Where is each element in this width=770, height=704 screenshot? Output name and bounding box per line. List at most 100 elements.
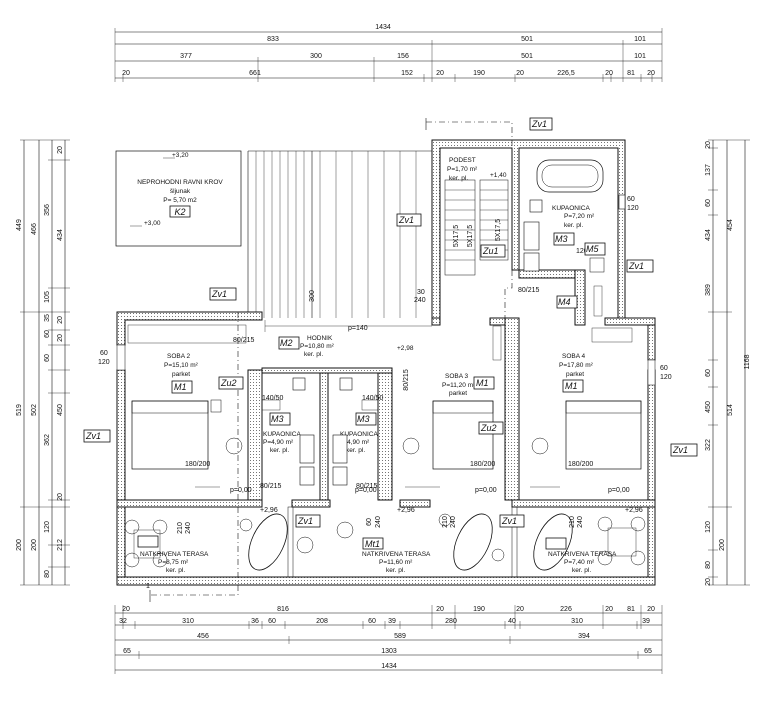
dim-left-c3-f: 60 (44, 354, 51, 362)
level-0-a: p=0,00 (230, 487, 252, 494)
dim-bot-r5-total: 1434 (381, 663, 397, 670)
tag-m1-soba2: M1 (174, 382, 187, 392)
dim-bot-r2-h: 280 (445, 618, 457, 625)
dim-bot-r1-f: 226 (560, 606, 572, 613)
ter2-dim-240b: 240 (450, 516, 457, 528)
soba2-bed: 180/200 (185, 461, 210, 468)
dim-bot-r2-e: 208 (316, 618, 328, 625)
dim-left-c3-c: 105 (44, 291, 51, 303)
ter2-floor: ker. pl. (386, 567, 405, 574)
bath-l-win: 140/50 (262, 395, 284, 402)
dim-left-c3-a: 356 (44, 204, 51, 216)
soba2-area: P=15,10 m² (164, 362, 199, 369)
dim-bot-r1-g: 20 (605, 606, 613, 613)
walls (116, 139, 656, 586)
dim-top-r4-b: 661 (249, 70, 261, 77)
hall-level: +2,98 (397, 345, 414, 352)
soba4-area: P=17,80 m² (559, 362, 594, 369)
dim-bot-r1-c: 20 (436, 606, 444, 613)
tag-zv1-top: Zv1 (531, 119, 547, 129)
tag-zu2-right: Zu2 (480, 423, 497, 433)
dim-right-c1-k: 80 (705, 561, 712, 569)
dim-top-r2-a: 833 (267, 36, 279, 43)
podest-level: +1,40 (490, 172, 507, 179)
dim-left-c1-c: 200 (16, 539, 23, 551)
ter1-floor: ker. pl. (166, 567, 185, 574)
bath-top-win-h: 120 (627, 205, 639, 212)
bath-top-floor: ker. pl. (564, 222, 583, 229)
podest-floor: ker. pl. (449, 175, 468, 182)
dim-bot-r1-b: 816 (277, 606, 289, 613)
stair-door: 80/215 (518, 287, 540, 294)
dim-top-r4-g: 226,5 (557, 70, 575, 77)
dim-bot-r2-c: 36 (251, 618, 259, 625)
dim-bot-r2-a: 32 (119, 618, 127, 625)
dim-right-c1-j: 200 (719, 539, 726, 551)
soba2-name: SOBA 2 (167, 353, 191, 360)
dim-bot-r1-d: 190 (473, 606, 485, 613)
hall-name: HODNIK (307, 335, 333, 342)
hall-p140: p=140 (348, 325, 368, 332)
dim-top-r3-e: 101 (634, 53, 646, 60)
left-dimensions: 449 519 200 466 502 200 356 434 105 35 6… (16, 139, 70, 586)
dim-bot-r1-e: 20 (516, 606, 524, 613)
roof-tag: K2 (174, 207, 185, 217)
roof-level-bottom: +3,00 (144, 220, 161, 227)
ter3-floor: ker. pl. (572, 567, 591, 574)
soba-2: SOBA 2 P=15,10 m² parket 180/200 60 120 (98, 344, 243, 470)
dim-bot-r1-a: 20 (122, 606, 130, 613)
roof-level-top: +3,20 (172, 152, 189, 159)
level-0-b: p=0,00 (355, 487, 377, 494)
dim-top-total: 1434 (375, 24, 391, 31)
dim-top-r4-a: 20 (122, 70, 130, 77)
soba4-bed: 180/200 (568, 461, 593, 468)
stair-dim-30: 30 (417, 289, 425, 296)
ter1-dim-240: 240 (185, 522, 192, 534)
roof-area-value: P= 5,70 m2 (163, 197, 197, 204)
dim-top-r4-i: 81 (627, 70, 635, 77)
dim-bot-r2-i: 40 (508, 618, 516, 625)
dim-top-r4-c: 152 (401, 70, 413, 77)
level-0-d: p=0,00 (608, 487, 630, 494)
section-line: 1 (146, 118, 513, 602)
dim-right-c1-l: 20 (705, 578, 712, 586)
bath-l-floor: ker. pl. (270, 447, 289, 454)
dim-left-c1-a: 449 (16, 219, 23, 231)
tag-zv1-soba4: Zv1 (672, 445, 688, 455)
dim-top-r4-h: 20 (605, 70, 613, 77)
bath-top-win-w: 60 (627, 196, 635, 203)
ter1-dim-210: 210 (177, 522, 184, 534)
dim-left-c3-h: 120 (44, 521, 51, 533)
dim-bot-r1-i: 20 (647, 606, 655, 613)
hall-door: 80/215 (233, 337, 255, 344)
tag-zu1: Zu1 (482, 246, 499, 256)
dim-top-r3-a: 377 (180, 53, 192, 60)
dim-bot-r2-k: 39 (642, 618, 650, 625)
tag-zu2-left: Zu2 (220, 378, 237, 388)
ter1-level: +2,96 (260, 507, 278, 514)
stair-dim-240: 240 (414, 297, 426, 304)
stair-run-3: 5X17,5 (495, 219, 502, 241)
dim-right-c1-e: 389 (705, 284, 712, 296)
ter3-name: NATKRIVENA TERASA (548, 551, 617, 558)
tag-m3-left: M3 (271, 414, 284, 424)
door-bath-l: 80/215 (260, 483, 282, 490)
dim-bot-r3-c: 394 (578, 633, 590, 640)
roof-material: šljunak (170, 188, 191, 195)
dim-right-c1-h: 322 (705, 439, 712, 451)
dim-bot-r4-a: 65 (123, 648, 131, 655)
dim-left-c4-e: 20 (57, 493, 64, 501)
tag-m2: M2 (280, 338, 293, 348)
dim-bot-r1-h: 81 (627, 606, 635, 613)
bath-top-area: P=7,20 m² (564, 213, 595, 220)
tag-m1-soba4: M1 (565, 381, 578, 391)
bath-r-floor: ker. pl. (346, 447, 365, 454)
dim-left-c3-i: 80 (44, 570, 51, 578)
dim-top-r2-c: 101 (634, 36, 646, 43)
stair-run-1: 5X17,5 (453, 225, 460, 247)
soba3-area: P=11,20 m² (442, 382, 476, 389)
podest-area: P=1,70 m² (447, 166, 478, 173)
hall-area: P=10,80 m² (300, 343, 335, 350)
dim-bot-r2-d: 60 (268, 618, 276, 625)
bathroom-right: KUPAONICA P=4,90 m² ker. pl. 140/50 (332, 377, 384, 486)
